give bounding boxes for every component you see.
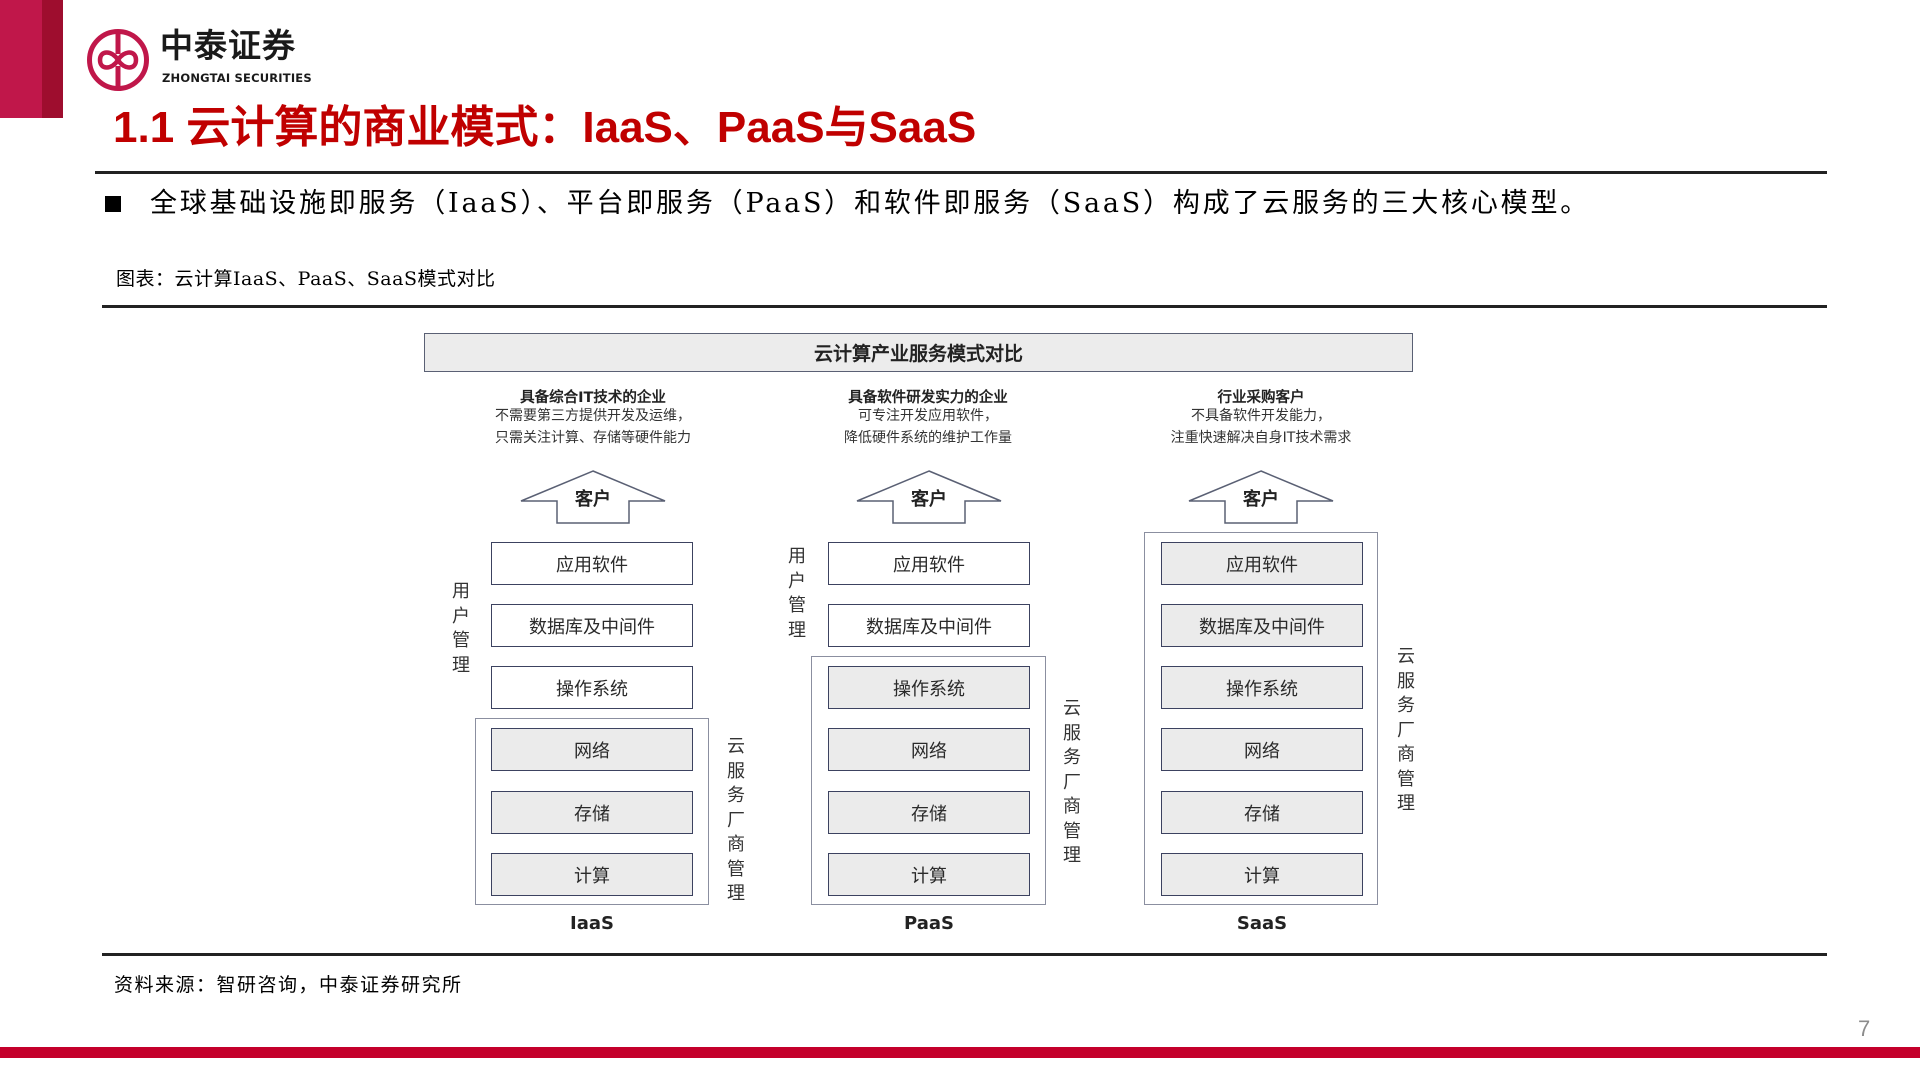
source-divider — [102, 953, 1827, 956]
footer-color-bar — [0, 1047, 1920, 1058]
paas-vendor-managed-container — [811, 656, 1046, 905]
paas-customer-title: 具备软件研发实力的企业 — [848, 390, 1008, 406]
page-number: 7 — [1858, 1016, 1871, 1041]
caption-divider — [102, 305, 1827, 308]
saas-vendor-mgmt-label: 云服务厂商管理 — [1397, 646, 1415, 814]
saas-layer-network: 网络 — [1161, 728, 1363, 771]
paas-customer-arrow-icon — [856, 470, 1002, 524]
paas-layer-network: 网络 — [828, 728, 1030, 771]
paas-layer-database-middleware: 数据库及中间件 — [828, 604, 1030, 647]
saas-customer-title: 行业采购客户 — [1217, 390, 1305, 406]
paas-layer-compute: 计算 — [828, 853, 1030, 896]
iaas-vendor-mgmt-label: 云服务厂商管理 — [727, 736, 745, 904]
iaas-customer-arrow-icon — [520, 470, 666, 524]
saas-customer-desc-1: 不具备软件开发能力， — [1191, 408, 1331, 424]
slide-title: 1.1 云计算的商业模式：IaaS、PaaS与SaaS — [113, 103, 977, 152]
brand-name-en: ZHONGTAI SECURITIES — [162, 71, 312, 85]
iaas-layer-storage: 存储 — [491, 791, 693, 834]
iaas-user-mgmt-label: 用户管理 — [452, 581, 470, 676]
saas-customer-arrow-icon — [1188, 470, 1334, 524]
iaas-layer-network: 网络 — [491, 728, 693, 771]
saas-layer-database-middleware: 数据库及中间件 — [1161, 604, 1363, 647]
figure-caption: 图表：云计算IaaS、PaaS、SaaS模式对比 — [116, 268, 496, 290]
paas-model-label: PaaS — [904, 913, 954, 934]
bullet-text: 全球基础设施即服务（IaaS）、平台即服务（PaaS）和软件即服务（SaaS）构… — [150, 188, 1591, 219]
bullet-square-icon — [105, 196, 121, 212]
paas-user-mgmt-label: 用户管理 — [788, 546, 806, 641]
iaas-customer-desc-2: 只需关注计算、存储等硬件能力 — [495, 430, 691, 446]
paas-customer-desc-1: 可专注开发应用软件， — [858, 408, 998, 424]
title-divider — [95, 171, 1827, 174]
brand-color-bar — [0, 0, 42, 118]
iaas-customer-title: 具备综合IT技术的企业 — [520, 390, 666, 406]
zhongtai-logo-icon — [87, 29, 149, 91]
diagram-header: 云计算产业服务模式对比 — [424, 333, 1413, 372]
saas-layer-application: 应用软件 — [1161, 542, 1363, 585]
saas-layer-os: 操作系统 — [1161, 666, 1363, 709]
paas-customer-desc-2: 降低硬件系统的维护工作量 — [844, 430, 1012, 446]
source-note: 资料来源：智研咨询，中泰证券研究所 — [114, 974, 463, 996]
saas-vendor-managed-container — [1144, 532, 1378, 905]
paas-arrow-label: 客户 — [911, 489, 947, 510]
paas-layer-storage: 存储 — [828, 791, 1030, 834]
paas-layer-application: 应用软件 — [828, 542, 1030, 585]
iaas-layer-os: 操作系统 — [491, 666, 693, 709]
iaas-vendor-managed-container — [475, 718, 709, 905]
iaas-arrow-label: 客户 — [575, 489, 611, 510]
iaas-layer-compute: 计算 — [491, 853, 693, 896]
paas-layer-os: 操作系统 — [828, 666, 1030, 709]
paas-vendor-mgmt-label: 云服务厂商管理 — [1063, 698, 1081, 866]
saas-layer-storage: 存储 — [1161, 791, 1363, 834]
saas-customer-desc-2: 注重快速解决自身IT技术需求 — [1170, 430, 1352, 446]
brand-color-bar-dark — [42, 0, 63, 118]
iaas-customer-desc-1: 不需要第三方提供开发及运维， — [495, 408, 691, 424]
iaas-layer-database-middleware: 数据库及中间件 — [491, 604, 693, 647]
iaas-layer-application: 应用软件 — [491, 542, 693, 585]
saas-model-label: SaaS — [1236, 913, 1288, 934]
iaas-model-label: IaaS — [570, 913, 614, 934]
saas-layer-compute: 计算 — [1161, 853, 1363, 896]
saas-arrow-label: 客户 — [1243, 489, 1279, 510]
brand-name-cn: 中泰证券 — [160, 26, 296, 65]
